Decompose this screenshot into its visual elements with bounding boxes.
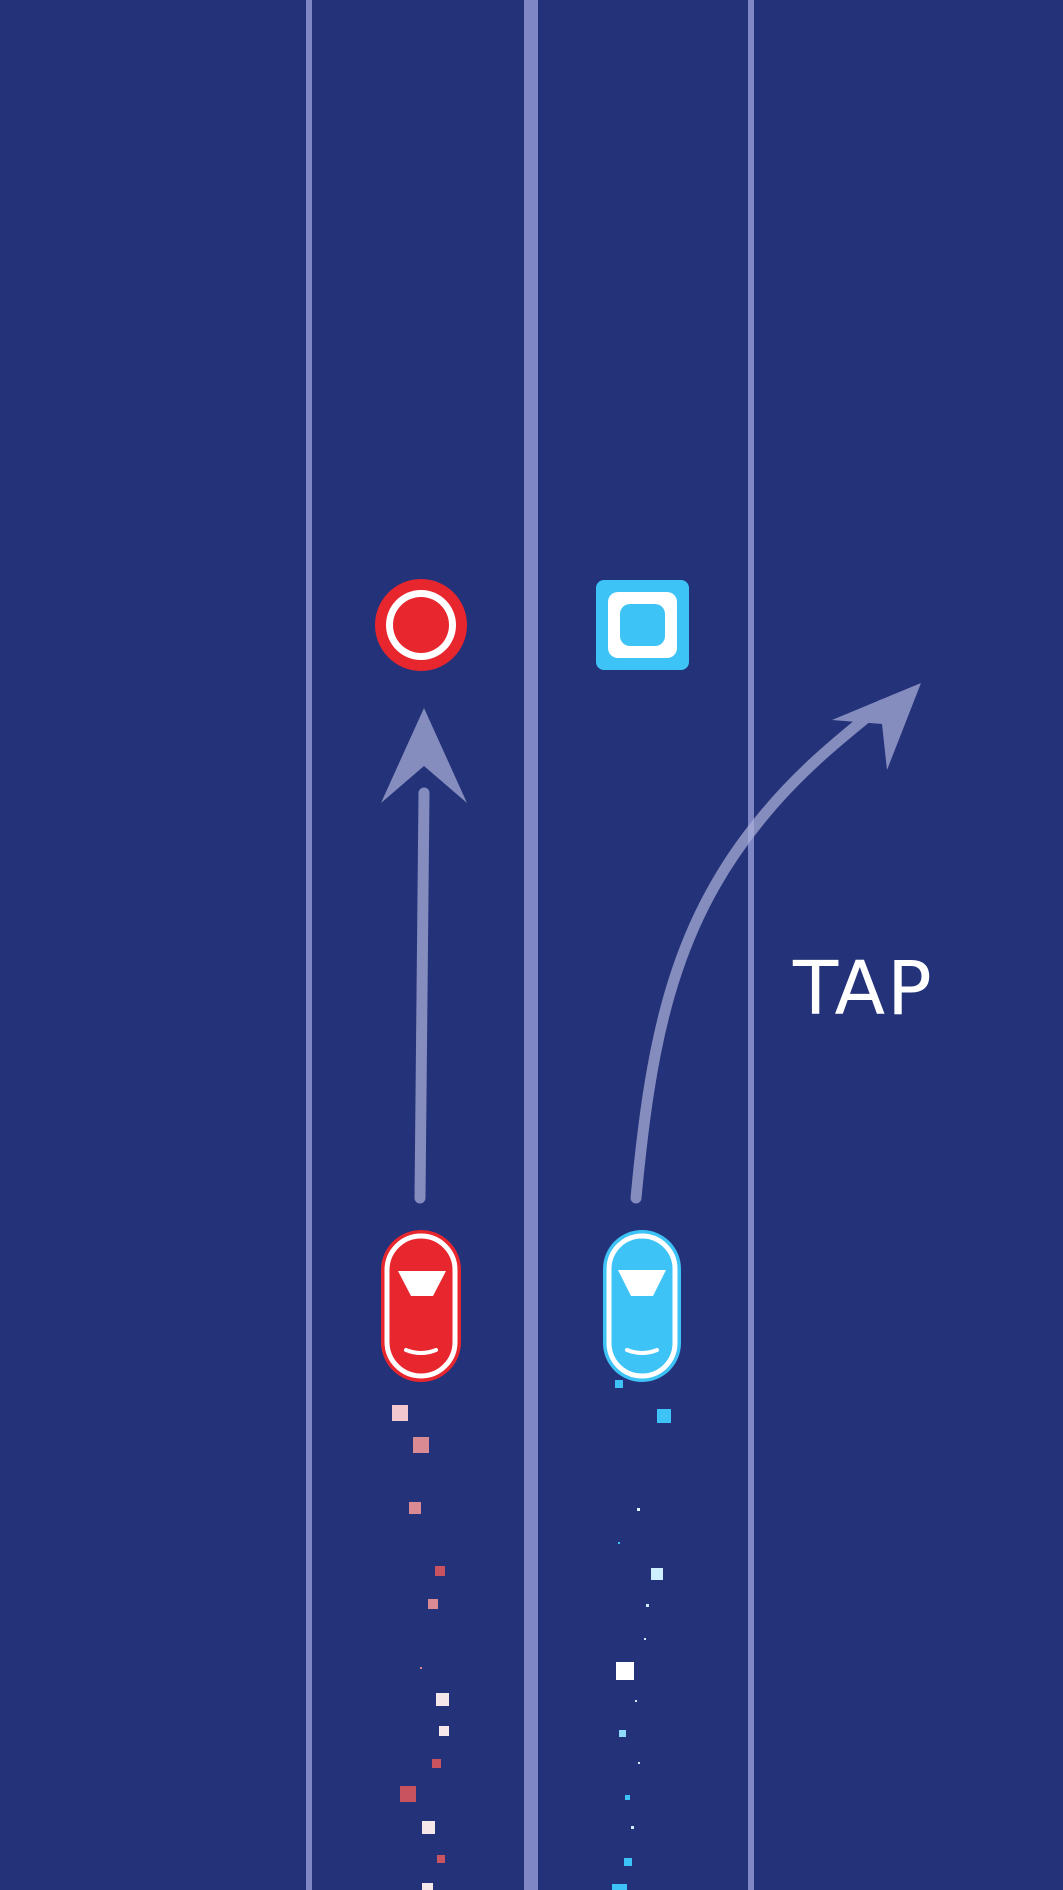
red-circle-icon	[375, 579, 467, 671]
lane-divider-left	[306, 0, 312, 1890]
blue-car-trail	[612, 1380, 671, 1890]
red-car-trail	[392, 1405, 449, 1890]
blue-car[interactable]	[603, 1230, 681, 1382]
straight-arrow-icon	[381, 708, 467, 1204]
blue-square-icon	[596, 580, 689, 670]
road-center-divider	[524, 0, 538, 1890]
tap-hint-text: TAP	[793, 946, 934, 1032]
turn-right-arrow-icon	[630, 683, 921, 1204]
lane-divider-right	[748, 0, 754, 1890]
red-car[interactable]	[381, 1230, 461, 1382]
